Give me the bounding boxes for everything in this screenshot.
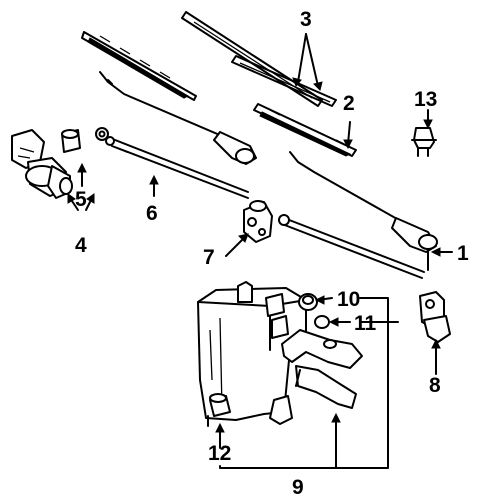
callout-9: 9 [292, 476, 304, 499]
pivot-assembly [243, 200, 273, 243]
filler-neck-hose [281, 329, 363, 409]
callout-1: 1 [457, 242, 469, 265]
callout-13: 13 [414, 88, 437, 111]
wiper-motor [11, 129, 73, 199]
callout-12: 12 [208, 442, 231, 465]
callout-8: 8 [429, 374, 441, 397]
callout-10: 10 [337, 288, 360, 311]
wiper-blade-left [81, 31, 197, 101]
callout-2: 2 [343, 92, 355, 115]
wiper-blade-right [253, 103, 357, 157]
arrowheads [67, 77, 441, 433]
callout-4: 4 [75, 234, 87, 257]
wiper-arm-right [289, 151, 438, 271]
linkage-rod-left [105, 136, 249, 199]
callout-7: 7 [203, 246, 215, 269]
motor-crank-bushing [61, 129, 81, 153]
callout-5: 5 [75, 188, 87, 211]
reservoir-cap [298, 293, 318, 311]
callout-3: 3 [300, 8, 312, 31]
linkage-rod-right [278, 214, 425, 279]
washer-pump [207, 393, 231, 427]
wiper-arm-left [99, 71, 257, 165]
pivot-assembly-right [419, 291, 451, 343]
cap-seal [314, 315, 330, 329]
motor-nut [95, 127, 109, 141]
wiper-blade-middle [231, 55, 337, 107]
callout-11: 11 [354, 312, 377, 335]
washer-switch [411, 127, 437, 157]
washer-reservoir [197, 281, 307, 425]
callout-6: 6 [146, 202, 158, 225]
